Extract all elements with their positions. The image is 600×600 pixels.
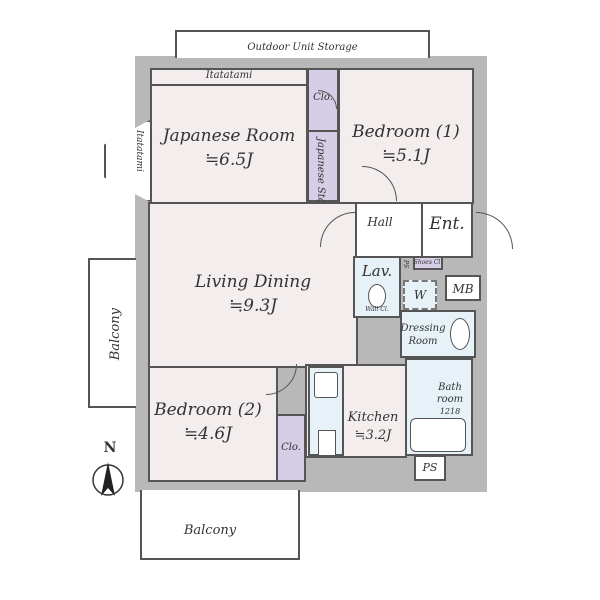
bathtub-icon: [410, 418, 466, 452]
hall-label: Hall: [367, 215, 393, 229]
entrance-label: Ent.: [429, 214, 465, 234]
meter-box: [445, 275, 481, 301]
stove-icon: [318, 430, 336, 456]
bedroom-2-name: Bedroom (2): [154, 400, 262, 420]
entrance: [421, 202, 473, 258]
compass-icon: [92, 462, 124, 496]
dressing-room: [400, 310, 476, 358]
closet-2: [276, 414, 306, 482]
living-dining-name: Living Dining: [194, 272, 312, 292]
shoes-closet: [413, 256, 443, 270]
compass-label: N: [103, 440, 117, 456]
japanese-storage-label: Japanese Sto.: [315, 138, 326, 207]
washer-label: W: [413, 288, 427, 302]
itatatami-label: Itatatami: [205, 70, 253, 81]
sink-basin-icon: [314, 372, 338, 398]
dressing-room-label: Dressing Room: [400, 323, 446, 347]
pipe-space-label: PS: [422, 461, 438, 474]
bedroom-1-name: Bedroom (1): [352, 122, 460, 142]
kitchen-size: ≒3.2J: [354, 428, 392, 443]
bedroom-1: [338, 68, 474, 204]
shoes-closet-label: Shoes Cl.: [413, 259, 443, 266]
balcony-left: [88, 258, 136, 408]
living-dining: [148, 202, 358, 368]
kitchen-name: Kitchen: [347, 410, 399, 425]
outdoor-unit-storage: [175, 30, 430, 58]
balcony-bottom-label: Balcony: [183, 523, 237, 538]
outdoor-unit-storage-label: Outdoor Unit Storage: [247, 42, 358, 53]
meter-box-label: MB: [452, 282, 474, 296]
itatatami-side-label: Itatatami: [134, 130, 144, 172]
japanese-room-size: ≒6.5J: [204, 150, 254, 170]
bedroom-1-size: ≒5.1J: [381, 146, 431, 166]
balcony-bottom: [140, 490, 300, 560]
wall-closet-label: Wall Cl.: [365, 306, 389, 313]
hall: [355, 202, 423, 258]
japanese-room-name: Japanese Room: [162, 126, 296, 146]
bedroom-2-size: ≒4.6J: [183, 424, 233, 444]
pipe-space: [414, 455, 446, 481]
door-entrance[interactable]: [476, 212, 513, 249]
toilet-icon: [368, 284, 386, 308]
balcony-left-label: Balcony: [108, 308, 123, 361]
ps-small-label: PS: [402, 260, 409, 269]
closet-2-label: Clo.: [281, 442, 301, 453]
sink-icon: [450, 318, 470, 350]
bathroom-label: Bath room: [436, 382, 464, 405]
lavatory-label: Lav.: [361, 262, 393, 280]
washer-space: [403, 280, 437, 310]
bathroom-size: 1218: [439, 407, 461, 416]
living-dining-size: ≒9.3J: [228, 296, 278, 316]
